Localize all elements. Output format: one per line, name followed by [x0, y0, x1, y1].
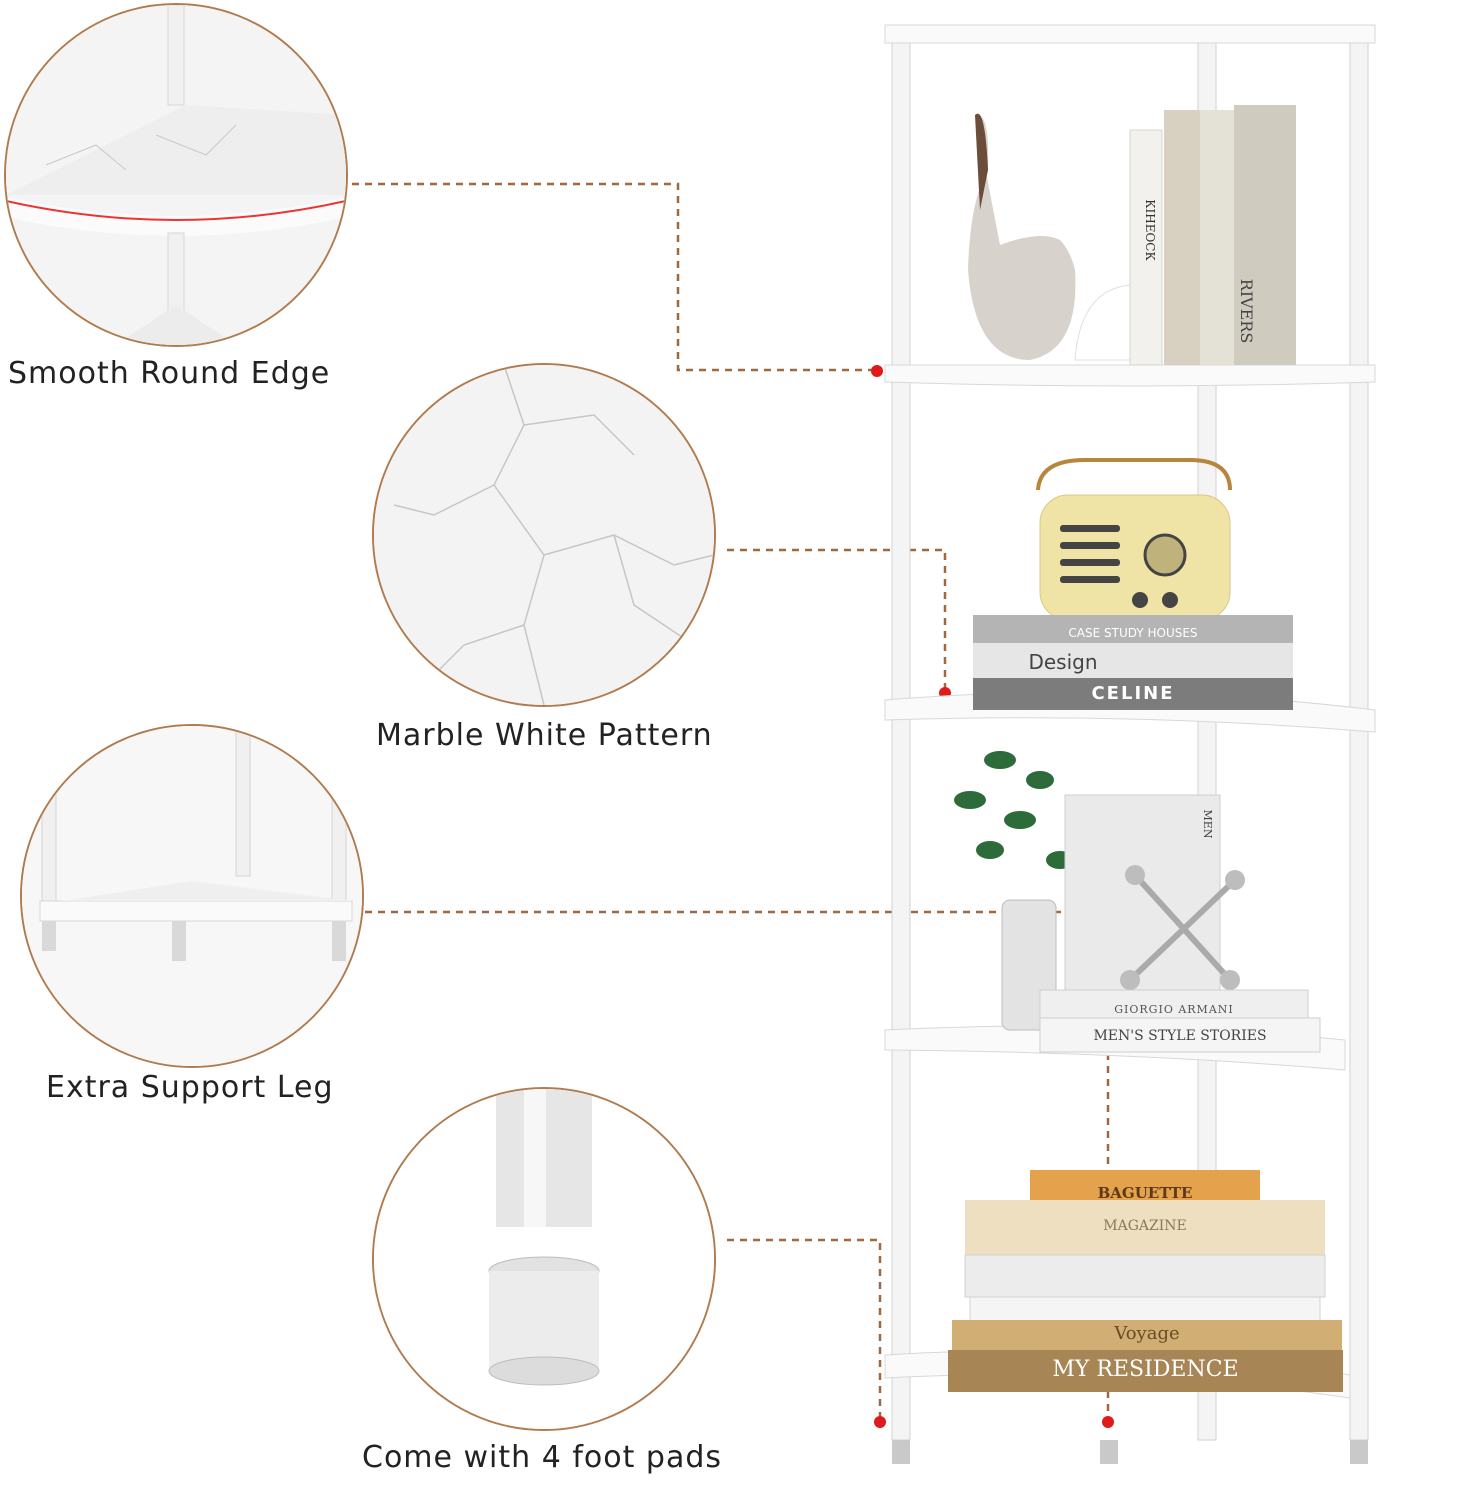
- book-spine-title: КІНЕОСК: [1143, 199, 1157, 261]
- marble-pattern-callout: [372, 363, 716, 707]
- caption-marble-pattern: Marble White Pattern: [376, 718, 713, 753]
- marker-dot: [874, 1416, 886, 1428]
- book-spine-title: RIVERS: [1237, 278, 1256, 344]
- book-title: GIORGIO ARMANI: [1114, 1003, 1234, 1016]
- corner-shelf-unit: КІНЕОСК RIVERS CASE STUDY HOUSES Design …: [880, 20, 1380, 1480]
- book-title: CASE STUDY HOUSES: [1068, 626, 1198, 640]
- book-title: Voyage: [1114, 1323, 1180, 1344]
- caption-smooth-edge: Smooth Round Edge: [8, 356, 331, 391]
- caption-foot-pads: Come with 4 foot pads: [362, 1440, 722, 1475]
- support-leg-callout: [20, 724, 364, 1068]
- book-spine-title: MEN: [1201, 809, 1214, 839]
- marker-dot: [871, 365, 883, 377]
- book-title: MEN'S STYLE STORIES: [1093, 1028, 1267, 1044]
- marble-texture: [374, 365, 714, 705]
- foot-pads-callout: [372, 1087, 716, 1431]
- marker-dot: [1102, 1416, 1114, 1428]
- caption-support-leg: Extra Support Leg: [46, 1070, 334, 1105]
- book-title: MAGAZINE: [1103, 1218, 1187, 1234]
- support-leg-closeup: [22, 726, 362, 1066]
- book-title: Design: [1028, 650, 1098, 674]
- book-title: CELINE: [1091, 683, 1175, 704]
- smooth-edge-callout: [4, 3, 348, 347]
- foot-pad-closeup: [374, 1089, 714, 1429]
- shelf-frame: [884, 24, 1376, 1464]
- book-title: BAGUETTE: [1097, 1184, 1193, 1202]
- shelf-edge-closeup: [6, 5, 346, 345]
- book-title: MY RESIDENCE: [1052, 1357, 1239, 1382]
